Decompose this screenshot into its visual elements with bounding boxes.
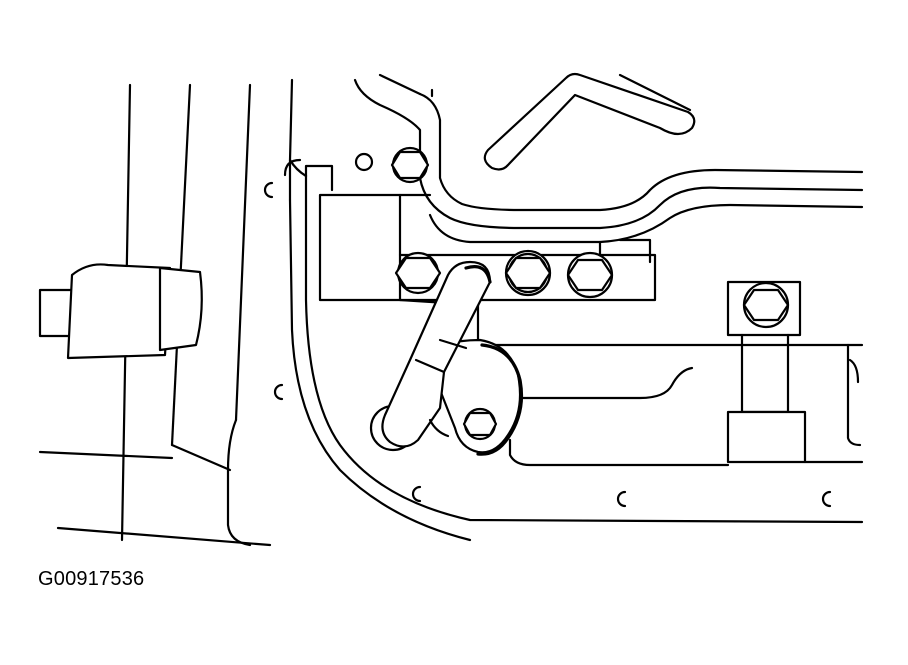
detent-lever [440,340,522,454]
small-fitting [430,420,448,436]
lower-rails [492,345,862,465]
upper-tubes [355,75,862,262]
bolt-right-bracket [728,282,800,335]
right-post [728,335,805,462]
left-shaft-block [40,264,202,358]
figure-id-label: G00917536 [38,568,145,590]
bolts [392,148,800,335]
bolt-row-1 [396,253,440,293]
bolt-row-2 [506,251,550,295]
bolt-top-left [392,148,428,182]
bolt-row-3 [568,253,612,297]
mounting-holes [265,154,830,506]
oil-pan-outline [285,160,862,540]
bent-tube [485,74,694,169]
link-rod [371,262,490,450]
